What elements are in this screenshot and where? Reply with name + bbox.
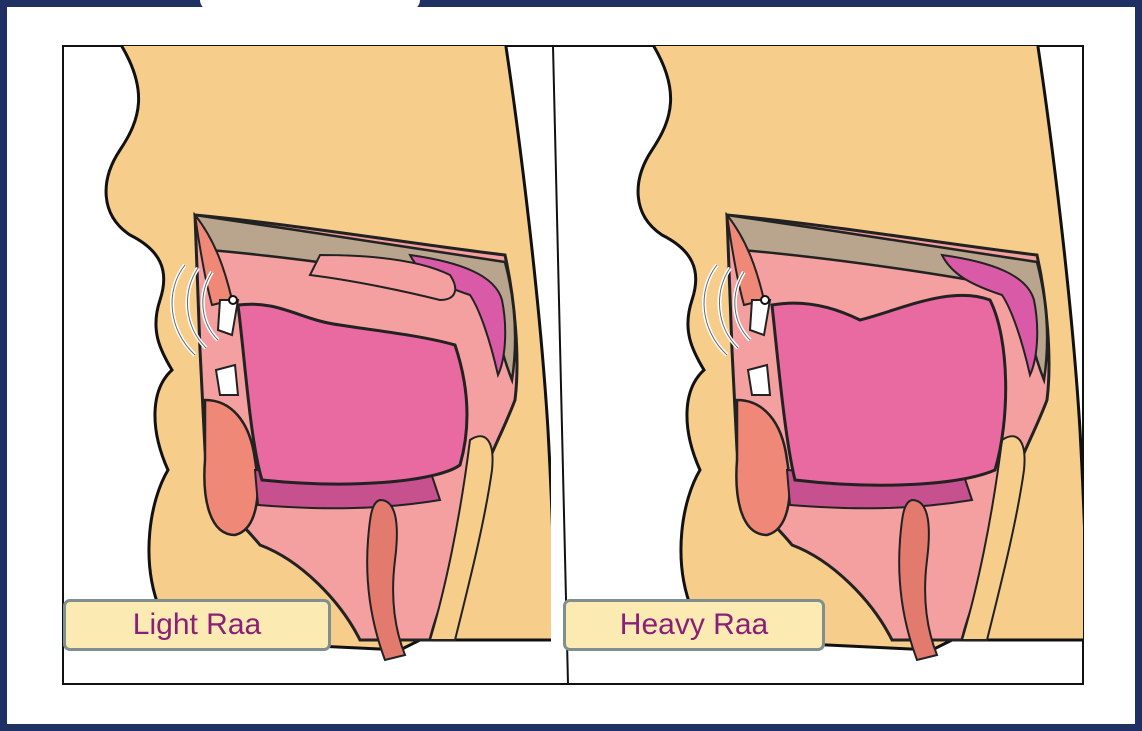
left-head-illustration xyxy=(106,40,556,660)
right-head-illustration xyxy=(638,40,1088,660)
label-heavy-raa: Heavy Raa xyxy=(563,599,825,651)
label-light-raa: Light Raa xyxy=(63,599,331,651)
tongue-heavy xyxy=(772,295,1006,485)
